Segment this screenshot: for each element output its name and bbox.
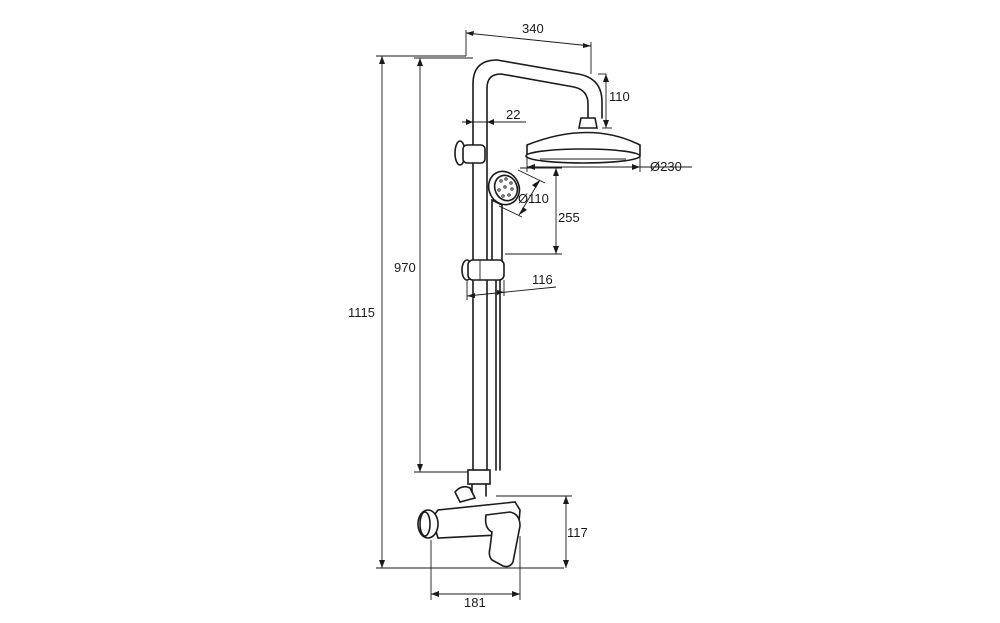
riser-pipe-inner xyxy=(486,73,589,471)
sliding-holder xyxy=(461,259,505,281)
label-116: 116 xyxy=(532,272,553,287)
riser-pipe-outer xyxy=(472,59,603,471)
label-230: Ø230 xyxy=(650,159,682,174)
dim-116 xyxy=(466,280,557,300)
dim-340 xyxy=(465,30,592,74)
label-hand-110: Ø110 xyxy=(518,191,549,206)
dim-230 xyxy=(526,156,692,172)
wall-bracket xyxy=(454,140,486,166)
label-22: 22 xyxy=(506,107,520,122)
label-110: 110 xyxy=(609,89,630,104)
label-1115: 1115 xyxy=(348,305,375,320)
dim-110 xyxy=(598,73,612,129)
label-340: 340 xyxy=(522,21,544,36)
dim-1115 xyxy=(376,55,564,569)
hand-shower xyxy=(487,170,521,267)
dim-255 xyxy=(505,167,562,255)
label-255: 255 xyxy=(558,210,580,225)
label-117: 117 xyxy=(567,525,588,540)
head-connector xyxy=(578,117,598,129)
label-181: 181 xyxy=(464,595,486,610)
dim-970 xyxy=(414,57,473,473)
dim-181 xyxy=(430,536,521,600)
dim-117 xyxy=(496,495,572,568)
mixer-valve xyxy=(417,469,521,568)
rain-shower-head xyxy=(525,131,641,164)
label-970: 970 xyxy=(394,260,416,275)
dim-hand-110 xyxy=(498,169,546,218)
dim-22 xyxy=(462,112,526,128)
